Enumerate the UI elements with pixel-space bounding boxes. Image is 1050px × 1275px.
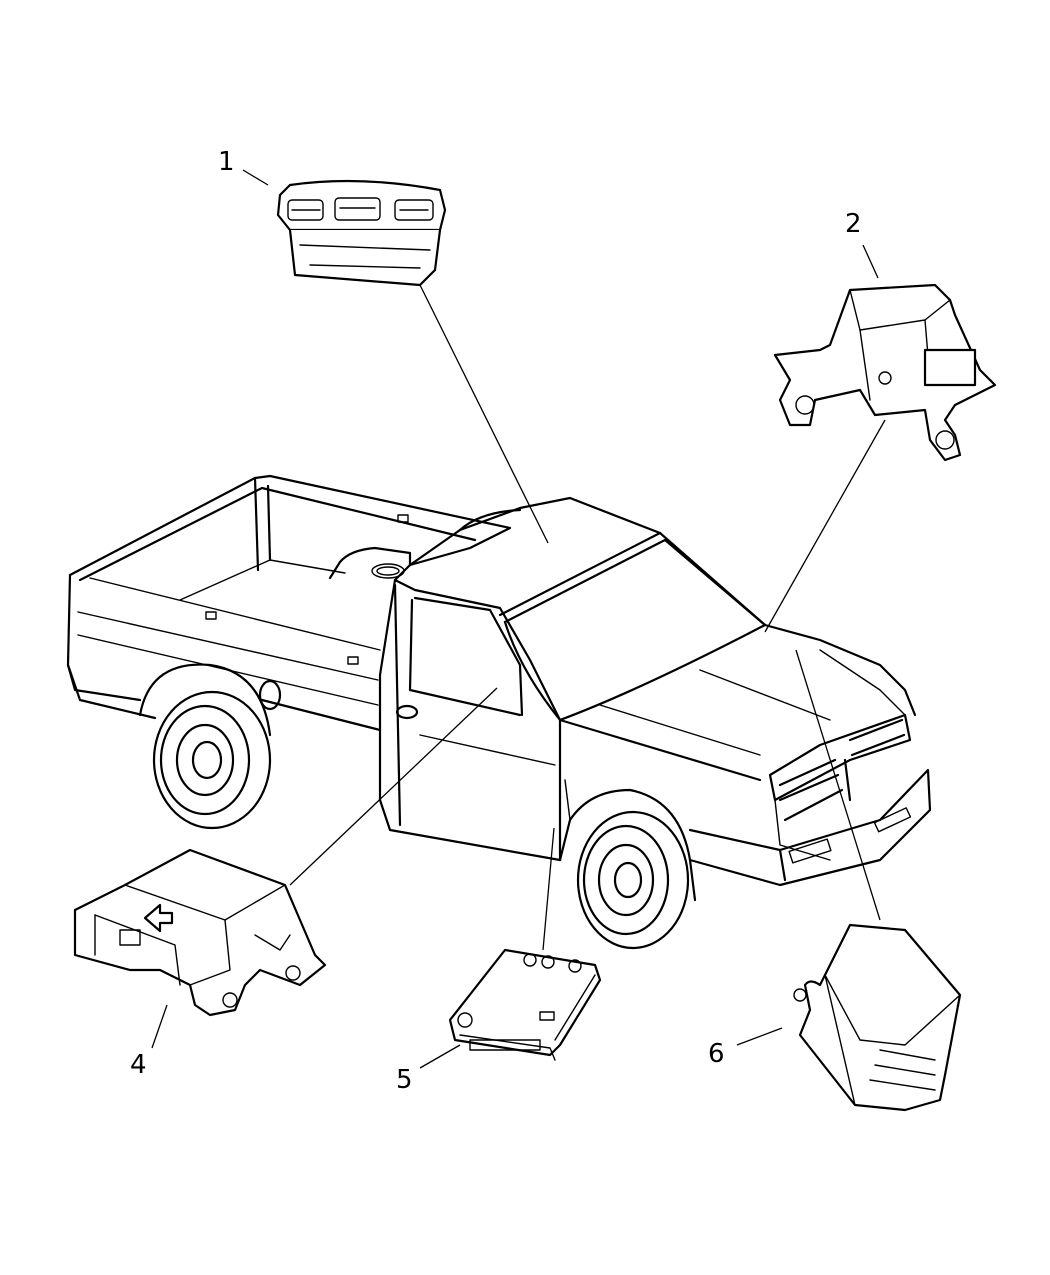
callout-1: 1 [218, 147, 235, 177]
relay-box-part [793, 923, 962, 1112]
leader-lines [151, 169, 886, 1069]
callout-5: 5 [396, 1065, 413, 1095]
bracket-module-part [773, 283, 997, 462]
callout-2: 2 [845, 209, 862, 239]
overhead-console-part [276, 179, 447, 287]
callout-6: 6 [708, 1039, 725, 1069]
callout-4: 4 [130, 1050, 147, 1080]
flat-control-module-part [448, 948, 602, 1061]
sensor-module-part [73, 848, 327, 1017]
